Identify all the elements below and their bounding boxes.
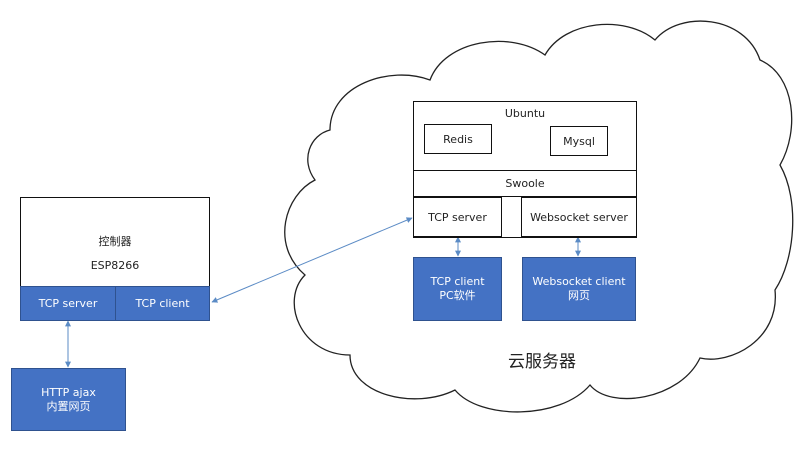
http-ajax-box: HTTP ajax 内置网页 [11,368,126,431]
websocket-server-label: Websocket server [530,210,628,224]
controller-tcp-client: TCP client [115,286,210,321]
controller-tcp-server-label: TCP server [38,296,98,310]
cloud-tcp-server-box: TCP server [413,197,502,237]
websocket-client-line2: 网页 [568,289,590,302]
cloud-tcp-server-label: TCP server [428,210,487,224]
cloud-tcp-client-line2: PC软件 [439,289,476,302]
controller-tcp-client-label: TCP client [135,296,190,310]
redis-label: Redis [443,132,473,146]
websocket-client-box: Websocket client 网页 [522,257,636,321]
arrow-controller-to-cloud [211,217,413,303]
controller-subtitle: ESP8266 [90,259,140,272]
swoole-bar: Swoole [413,170,637,197]
cloud-tcp-client-box: TCP client PC软件 [413,257,502,321]
controller-tcp-server: TCP server [20,286,116,321]
swoole-label: Swoole [505,177,545,190]
ubuntu-label: Ubuntu [504,107,546,120]
websocket-server-box: Websocket server [521,197,637,237]
http-ajax-line2: 内置网页 [46,399,91,413]
mysql-box: Mysql [550,126,608,156]
cloud-tcp-client-line1: TCP client [430,275,485,288]
redis-box: Redis [424,124,492,154]
mysql-label: Mysql [563,134,595,148]
cloud-server-label: 云服务器 [508,352,576,372]
http-ajax-line1: HTTP ajax [41,385,96,399]
controller-title: 控制器 [98,235,132,248]
websocket-client-line1: Websocket client [532,275,626,288]
